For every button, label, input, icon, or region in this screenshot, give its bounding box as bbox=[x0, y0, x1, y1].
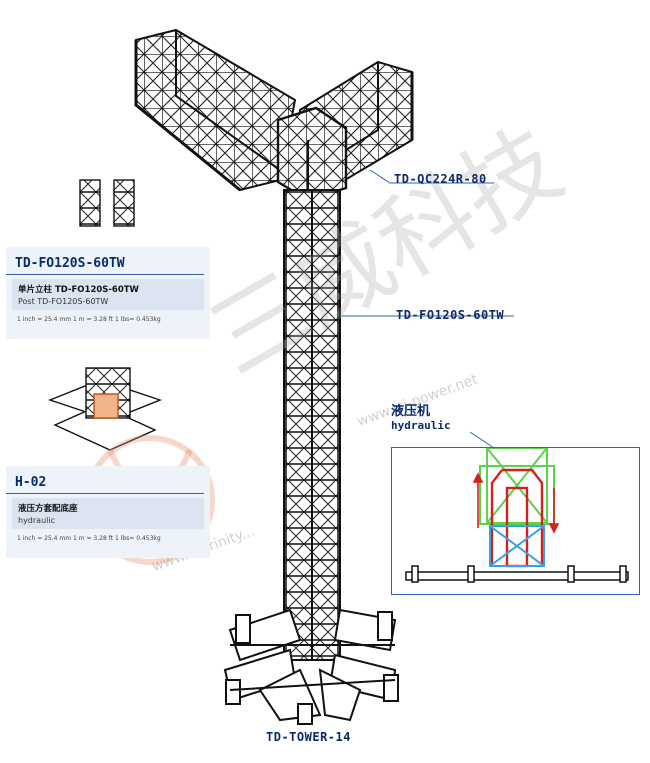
card-description: 液压方套配底座 hydraulic bbox=[12, 498, 204, 529]
card-units: 1 inch = 25.4 mm 1 m = 3.28 ft 1 lbs= 0.… bbox=[17, 316, 161, 323]
inset-title-en: hydraulic bbox=[391, 419, 451, 432]
hydraulic-base-thumbnail bbox=[47, 367, 163, 451]
callout-line-top bbox=[369, 169, 494, 184]
spec-card-hydraulic: H-02 液压方套配底座 hydraulic 1 inch = 25.4 mm … bbox=[6, 466, 210, 558]
inset-title: 液压机 hydraulic bbox=[391, 400, 451, 432]
arrow-down-icon bbox=[548, 488, 560, 534]
post-thumbnail bbox=[79, 179, 135, 227]
card-title: H-02 bbox=[6, 466, 204, 494]
card-line-2: hydraulic bbox=[18, 516, 55, 525]
ground-rail bbox=[405, 565, 629, 583]
top-truss-left-arm bbox=[134, 28, 297, 192]
tower-column bbox=[283, 189, 341, 661]
tower-base bbox=[223, 608, 399, 725]
label-tower: TD-TOWER-14 bbox=[266, 730, 351, 744]
card-title: TD-FO120S-60TW bbox=[6, 247, 204, 275]
label-top-module: TD-QC224R-80 bbox=[394, 172, 487, 186]
card-units: 1 inch = 25.4 mm 1 m = 3.28 ft 1 lbs= 0.… bbox=[17, 535, 161, 542]
spec-card-post: TD-FO120S-60TW 单片立柱 TD-FO120S-60TW Post … bbox=[6, 247, 210, 339]
arrow-up-icon bbox=[472, 472, 484, 528]
blue-frame bbox=[489, 525, 545, 567]
hydraulic-inset bbox=[391, 447, 640, 595]
hydraulic-diagram bbox=[405, 447, 629, 583]
card-description: 单片立柱 TD-FO120S-60TW Post TD-FO120S-60TW bbox=[12, 279, 204, 310]
card-line-1: 单片立柱 TD-FO120S-60TW bbox=[18, 285, 139, 295]
label-column: TD-FO120S-60TW bbox=[396, 308, 505, 322]
inset-title-cn: 液压机 bbox=[391, 404, 431, 419]
card-line-2: Post TD-FO120S-60TW bbox=[18, 297, 109, 306]
card-line-1: 液压方套配底座 bbox=[18, 504, 78, 514]
top-truss-hub bbox=[276, 106, 348, 202]
